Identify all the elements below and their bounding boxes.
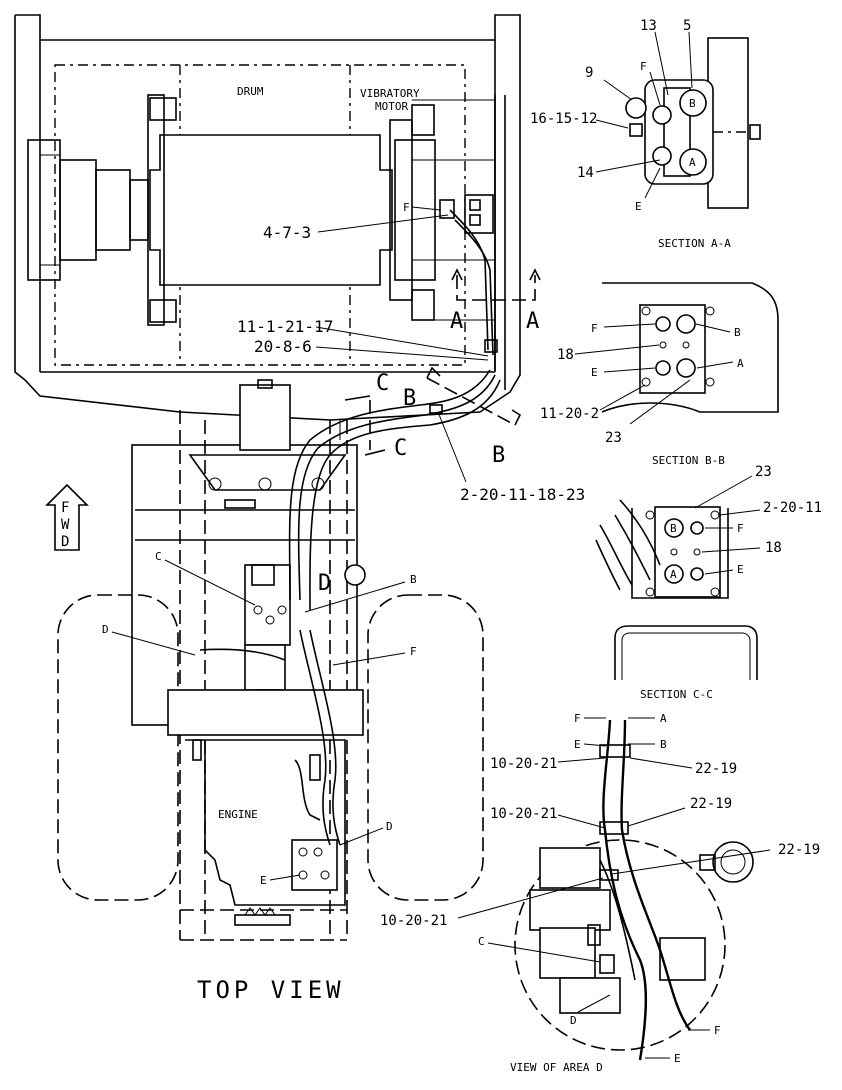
- top-view-chassis: [57, 209, 501, 941]
- engine-label: ENGINE: [218, 808, 258, 821]
- vibratory-motor-label-line2: MOTOR: [375, 100, 408, 113]
- top-view-title: TOP VIEW: [197, 976, 345, 1004]
- forward-direction-arrow: F W D: [45, 483, 89, 551]
- area-d-port-b: B: [660, 738, 667, 751]
- area-d-port-f2: F: [714, 1024, 721, 1037]
- bb-port-e: E: [591, 366, 598, 379]
- section-cut-markers: A A B B C C: [344, 268, 541, 468]
- aa-callout-9: 9: [585, 65, 593, 81]
- bb2-port-f: F: [737, 522, 744, 535]
- callout-port-d3: D: [386, 820, 393, 833]
- aa-port-b: B: [689, 97, 696, 110]
- fwd-letter-d: D: [61, 534, 69, 550]
- area-d-detail: F A E B 10-20-21 22-19 10-20-21 22-19 22…: [380, 712, 820, 1074]
- callout-port-f2: F: [410, 645, 417, 658]
- view-area-d-title: VIEW OF AREA D: [510, 1061, 603, 1074]
- fwd-letter-f: F: [61, 500, 69, 516]
- bb2-port-b: B: [670, 522, 677, 535]
- area-d-port-a: A: [660, 712, 667, 725]
- callout-port-d: D: [102, 623, 109, 636]
- fwd-letter-w: W: [61, 517, 70, 533]
- bb2-port-e: E: [737, 563, 744, 576]
- bb-port-f: F: [591, 322, 598, 335]
- callout-port-b: B: [410, 573, 417, 586]
- section-marker-c-top: C: [376, 371, 389, 396]
- section-bb-second-detail: B A 23 2-20-11 F 18 E: [595, 464, 822, 599]
- callout-2-20-11-18-23: 2-20-11-18-23: [460, 485, 585, 504]
- area-d-callout-2: 22-19: [695, 761, 737, 777]
- section-aa-title: SECTION A-A: [658, 237, 731, 250]
- bb-port-b: B: [734, 326, 741, 339]
- bb-port-a: A: [737, 357, 744, 370]
- callout-port-c: C: [155, 550, 162, 563]
- area-d-callout-1: 10-20-21: [490, 756, 557, 772]
- bb2-callout-18: 18: [765, 540, 782, 556]
- top-view-frame: [14, 14, 521, 421]
- section-marker-b-top: B: [403, 386, 416, 411]
- aa-callout-14: 14: [577, 165, 594, 181]
- section-cc-detail: SECTION C-C: [614, 625, 758, 701]
- callout-area-d: D: [318, 571, 331, 596]
- aa-callout-13: 13: [640, 18, 657, 34]
- bb2-callout-2-20-11: 2-20-11: [763, 500, 822, 516]
- area-d-callout-5: 22-19: [778, 842, 820, 858]
- section-bb-title: SECTION B-B: [652, 454, 725, 467]
- section-cc-title: SECTION C-C: [640, 688, 713, 701]
- section-marker-a-left: A: [450, 309, 463, 334]
- vibratory-motor-label-line1: VIBRATORY: [360, 87, 420, 100]
- bb-callout-11-20-2: 11-20-2: [540, 406, 599, 422]
- callout-port-e: E: [260, 874, 267, 887]
- bb-callout-23: 23: [605, 430, 622, 446]
- top-view-callouts: F 4-7-3 11-1-21-17 20-8-6 2-20-11-18-23 …: [102, 201, 585, 887]
- area-d-callout-3: 10-20-21: [490, 806, 557, 822]
- callout-4-7-3: 4-7-3: [263, 223, 311, 242]
- aa-port-e: E: [635, 200, 642, 213]
- aa-port-a: A: [689, 156, 696, 169]
- area-d-callout-4: 22-19: [690, 796, 732, 812]
- drum-label: DRUM: [237, 85, 264, 98]
- section-aa-detail: B A 13 5 9 F 16-15-12 14 E SECTION A-A: [530, 18, 761, 250]
- area-d-port-f: F: [574, 712, 581, 725]
- aa-callout-5: 5: [683, 18, 691, 34]
- area-d-port-c: C: [478, 935, 485, 948]
- bb-callout-18: 18: [557, 347, 574, 363]
- section-marker-b-bottom: B: [492, 443, 505, 468]
- section-bb-detail: F B 18 A E 11-20-2 23 SECTION B-B: [540, 282, 779, 467]
- callout-20-8-6: 20-8-6: [254, 337, 312, 356]
- section-marker-c-bottom: C: [394, 436, 407, 461]
- area-d-port-e2: E: [674, 1052, 681, 1065]
- aa-callout-16-15-12: 16-15-12: [530, 111, 597, 127]
- area-d-callout-6: 10-20-21: [380, 913, 447, 929]
- aa-port-f: F: [640, 60, 647, 73]
- callout-11-1-21-17: 11-1-21-17: [237, 317, 333, 336]
- callout-port-f: F: [403, 201, 410, 214]
- bb2-callout-23: 23: [755, 464, 772, 480]
- area-d-port-d: D: [570, 1014, 577, 1027]
- area-d-port-e: E: [574, 738, 581, 751]
- section-marker-a-right: A: [526, 309, 539, 334]
- bb2-port-a: A: [670, 568, 677, 581]
